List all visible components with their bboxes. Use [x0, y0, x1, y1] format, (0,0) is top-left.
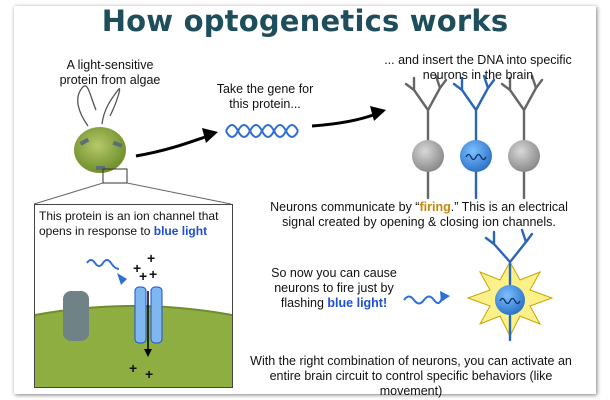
arrow-to-gene: [135, 134, 209, 158]
neuron-gray-left-icon: [404, 74, 448, 200]
ion-channel-highlight: blue light: [153, 224, 208, 238]
algae-label: A light-sensitive protein from algae: [59, 58, 161, 87]
firing-text-after: .” This is an electrical signal created …: [282, 200, 568, 229]
firing-text-before: Neurons communicate by “: [270, 200, 420, 214]
ion-plus-3: +: [149, 266, 158, 282]
dna-gene-icon: [225, 124, 299, 138]
ion-channel-caption: This protein is an ion channel that open…: [39, 209, 228, 239]
circuit-label: With the right combination of neurons, y…: [250, 354, 572, 398]
ion-plus-4: +: [139, 268, 148, 284]
arrow-to-neurons: [311, 112, 377, 128]
ion-channel-inset: This protein is an ion channel that open…: [34, 204, 233, 388]
light-squiggle-icon: [86, 259, 120, 270]
neuron-blue-middle-icon: [452, 74, 496, 200]
cause-text-body: So now you can cause neurons to fire jus…: [271, 266, 397, 310]
neuron-gray-right-body: [508, 140, 540, 172]
ion-plus-2: +: [147, 250, 156, 266]
zoom-line-right: [126, 182, 232, 205]
ion-plus-6: +: [145, 366, 154, 382]
firing-text: Neurons communicate by “firing.” This is…: [254, 200, 584, 230]
firing-word: firing: [419, 200, 451, 214]
cause-text: So now you can cause neurons to fire jus…: [264, 266, 404, 311]
algae-cell-icon: [74, 85, 128, 184]
neuron-gray-left-body: [412, 140, 444, 172]
ion-channel-text: This protein is an ion channel that open…: [39, 209, 219, 238]
zoom-line-left: [33, 182, 104, 205]
ion-channel-artwork: [35, 259, 232, 387]
page-title: How optogenetics works: [101, 4, 509, 38]
gene-label: Take the gene for this protein...: [216, 82, 314, 111]
neuron-gray-right-icon: [500, 74, 544, 200]
cause-highlight: blue light!: [327, 296, 388, 310]
insert-label: ... and insert the DNA into specific neu…: [384, 53, 572, 82]
firing-neuron-icon: [466, 228, 554, 342]
ion-plus-1: +: [133, 260, 142, 276]
ion-plus-5: +: [129, 360, 138, 376]
blue-light-arrow-icon: [403, 291, 450, 305]
closed-channel-icon: [63, 291, 89, 341]
